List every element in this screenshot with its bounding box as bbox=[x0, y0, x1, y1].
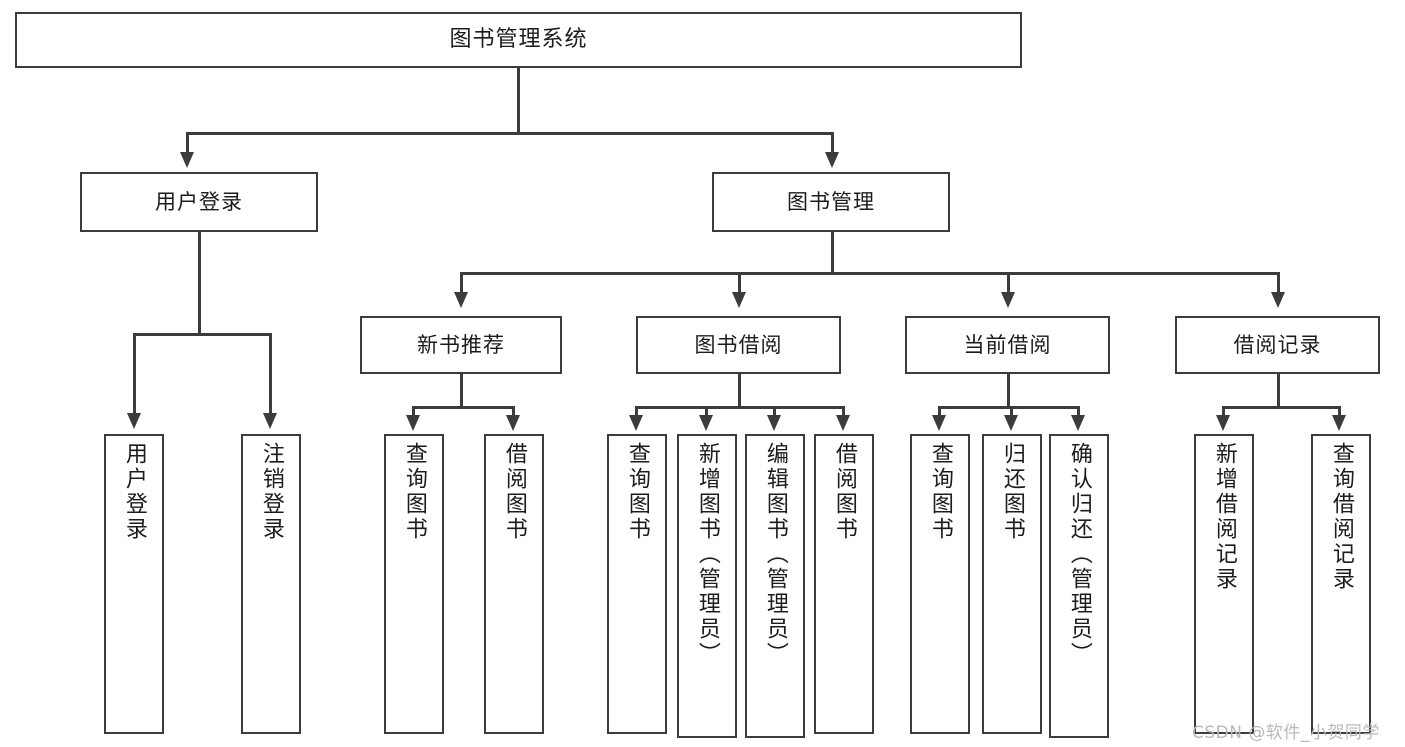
node-label: 归还图书 bbox=[999, 442, 1025, 542]
node-label: 查询图书 bbox=[624, 442, 650, 542]
node-label: 查询图书 bbox=[401, 442, 427, 542]
leaf-logout[interactable]: 注销登录 bbox=[241, 434, 301, 734]
connector-drop-borrow-records bbox=[1277, 272, 1280, 294]
connector-drop-leaf-query-books-2 bbox=[635, 406, 638, 417]
connector-records-stem bbox=[1277, 374, 1280, 408]
connector-borrow-bus bbox=[635, 406, 845, 409]
node-borrowing-records[interactable]: 借阅记录 bbox=[1175, 316, 1380, 374]
connector-current-borrow-stem bbox=[1007, 374, 1010, 408]
arrowhead-leaf-query-books-3 bbox=[932, 415, 946, 431]
arrowhead-book-mgmt bbox=[825, 152, 839, 168]
arrowhead-leaf-query-books-2 bbox=[629, 415, 643, 431]
connector-drop-leaf-edit-book bbox=[773, 406, 776, 417]
connector-drop-leaf-confirm-return bbox=[1077, 406, 1080, 417]
connector-drop-leaf-borrow-books-1 bbox=[512, 406, 515, 417]
node-label: 新书推荐 bbox=[417, 332, 505, 357]
node-user-login[interactable]: 用户登录 bbox=[80, 172, 318, 232]
connector-drop-user-login bbox=[186, 132, 189, 154]
leaf-borrow-books-borrowing[interactable]: 借阅图书 bbox=[814, 434, 874, 734]
leaf-query-books-recommendation[interactable]: 查询图书 bbox=[384, 434, 444, 734]
node-label: 图书管理系统 bbox=[449, 27, 588, 53]
connector-drop-leaf-borrow-books-2 bbox=[842, 406, 845, 417]
node-current-borrowing[interactable]: 当前借阅 bbox=[905, 316, 1110, 374]
connector-book-mgmt-bus bbox=[460, 272, 1280, 275]
connector-drop-leaf-return-book bbox=[1010, 406, 1013, 417]
connector-new-books-stem bbox=[460, 374, 463, 408]
node-label: 确认归还（管理员） bbox=[1066, 442, 1092, 667]
arrowhead-leaf-borrow-books-1 bbox=[506, 415, 520, 431]
connector-root-bus bbox=[186, 132, 834, 135]
node-root[interactable]: 图书管理系统 bbox=[15, 12, 1022, 68]
node-label: 注销登录 bbox=[258, 442, 284, 542]
arrowhead-leaf-confirm-return bbox=[1071, 415, 1085, 431]
arrowhead-borrow bbox=[732, 292, 746, 308]
node-label: 查询图书 bbox=[927, 442, 953, 542]
leaf-add-book-admin[interactable]: 新增图书（管理员） bbox=[677, 434, 737, 738]
leaf-add-borrowing-record[interactable]: 新增借阅记录 bbox=[1194, 434, 1254, 734]
connector-drop-borrow bbox=[738, 272, 741, 294]
leaf-query-books-borrowing[interactable]: 查询图书 bbox=[607, 434, 667, 734]
node-label: 查询借阅记录 bbox=[1328, 442, 1354, 592]
connector-current-borrow-bus bbox=[938, 406, 1080, 409]
arrowhead-leaf-logout bbox=[263, 413, 277, 429]
connector-borrow-stem bbox=[738, 374, 741, 408]
node-label: 用户登录 bbox=[155, 189, 243, 214]
connector-drop-leaf-logout bbox=[269, 333, 272, 415]
leaf-return-books[interactable]: 归还图书 bbox=[982, 434, 1042, 734]
node-label: 新增图书（管理员） bbox=[694, 442, 720, 667]
arrowhead-leaf-add-record bbox=[1216, 415, 1230, 431]
arrowhead-leaf-user-login bbox=[127, 413, 141, 429]
leaf-confirm-return-admin[interactable]: 确认归还（管理员） bbox=[1049, 434, 1109, 738]
arrowhead-user-login bbox=[180, 152, 194, 168]
leaf-borrow-books-recommendation[interactable]: 借阅图书 bbox=[484, 434, 544, 734]
arrowhead-leaf-borrow-books-2 bbox=[836, 415, 850, 431]
connector-drop-current-borrow bbox=[1007, 272, 1010, 294]
node-label: 图书管理 bbox=[787, 189, 875, 214]
csdn-watermark: CSDN @软件_小贺同学 bbox=[1192, 723, 1380, 743]
arrowhead-leaf-query-record bbox=[1332, 415, 1346, 431]
leaf-query-borrowing-record[interactable]: 查询借阅记录 bbox=[1311, 434, 1371, 734]
connector-root-stem bbox=[517, 68, 520, 134]
arrowhead-leaf-return-book bbox=[1004, 415, 1018, 431]
leaf-user-login[interactable]: 用户登录 bbox=[104, 434, 164, 734]
arrowhead-leaf-add-book bbox=[699, 415, 713, 431]
node-label: 当前借阅 bbox=[963, 332, 1052, 357]
node-label: 编辑图书（管理员） bbox=[762, 442, 788, 667]
arrowhead-leaf-query-books-1 bbox=[406, 415, 420, 431]
connector-drop-leaf-user-login bbox=[133, 333, 136, 415]
node-label: 借阅记录 bbox=[1233, 332, 1322, 357]
connector-drop-book-mgmt bbox=[831, 132, 834, 154]
connector-drop-leaf-add-book bbox=[705, 406, 708, 417]
node-book-borrowing[interactable]: 图书借阅 bbox=[636, 316, 841, 374]
node-label: 图书借阅 bbox=[694, 332, 783, 357]
leaf-edit-book-admin[interactable]: 编辑图书（管理员） bbox=[745, 434, 805, 738]
node-label: 借阅图书 bbox=[501, 442, 527, 542]
arrowhead-current-borrow bbox=[1001, 292, 1015, 308]
node-book-management[interactable]: 图书管理 bbox=[712, 172, 950, 232]
connector-drop-leaf-query-books-1 bbox=[412, 406, 415, 417]
connector-records-bus bbox=[1222, 406, 1341, 409]
connector-user-login-bus bbox=[133, 333, 272, 336]
node-label: 新增借阅记录 bbox=[1211, 442, 1237, 592]
node-label: 用户登录 bbox=[121, 442, 147, 542]
connector-new-books-bus bbox=[412, 406, 515, 409]
connector-drop-new-books bbox=[460, 272, 463, 294]
leaf-query-books-current[interactable]: 查询图书 bbox=[910, 434, 970, 734]
arrowhead-borrow-records bbox=[1271, 292, 1285, 308]
connector-book-mgmt-stem bbox=[831, 232, 834, 274]
connector-user-login-stem bbox=[198, 232, 201, 335]
arrowhead-new-books bbox=[454, 292, 468, 308]
connector-drop-leaf-add-record bbox=[1222, 406, 1225, 417]
node-label: 借阅图书 bbox=[831, 442, 857, 542]
connector-drop-leaf-query-books-3 bbox=[938, 406, 941, 417]
arrowhead-leaf-edit-book bbox=[767, 415, 781, 431]
node-new-book-recommendation[interactable]: 新书推荐 bbox=[360, 316, 562, 374]
connector-drop-leaf-query-record bbox=[1338, 406, 1341, 417]
